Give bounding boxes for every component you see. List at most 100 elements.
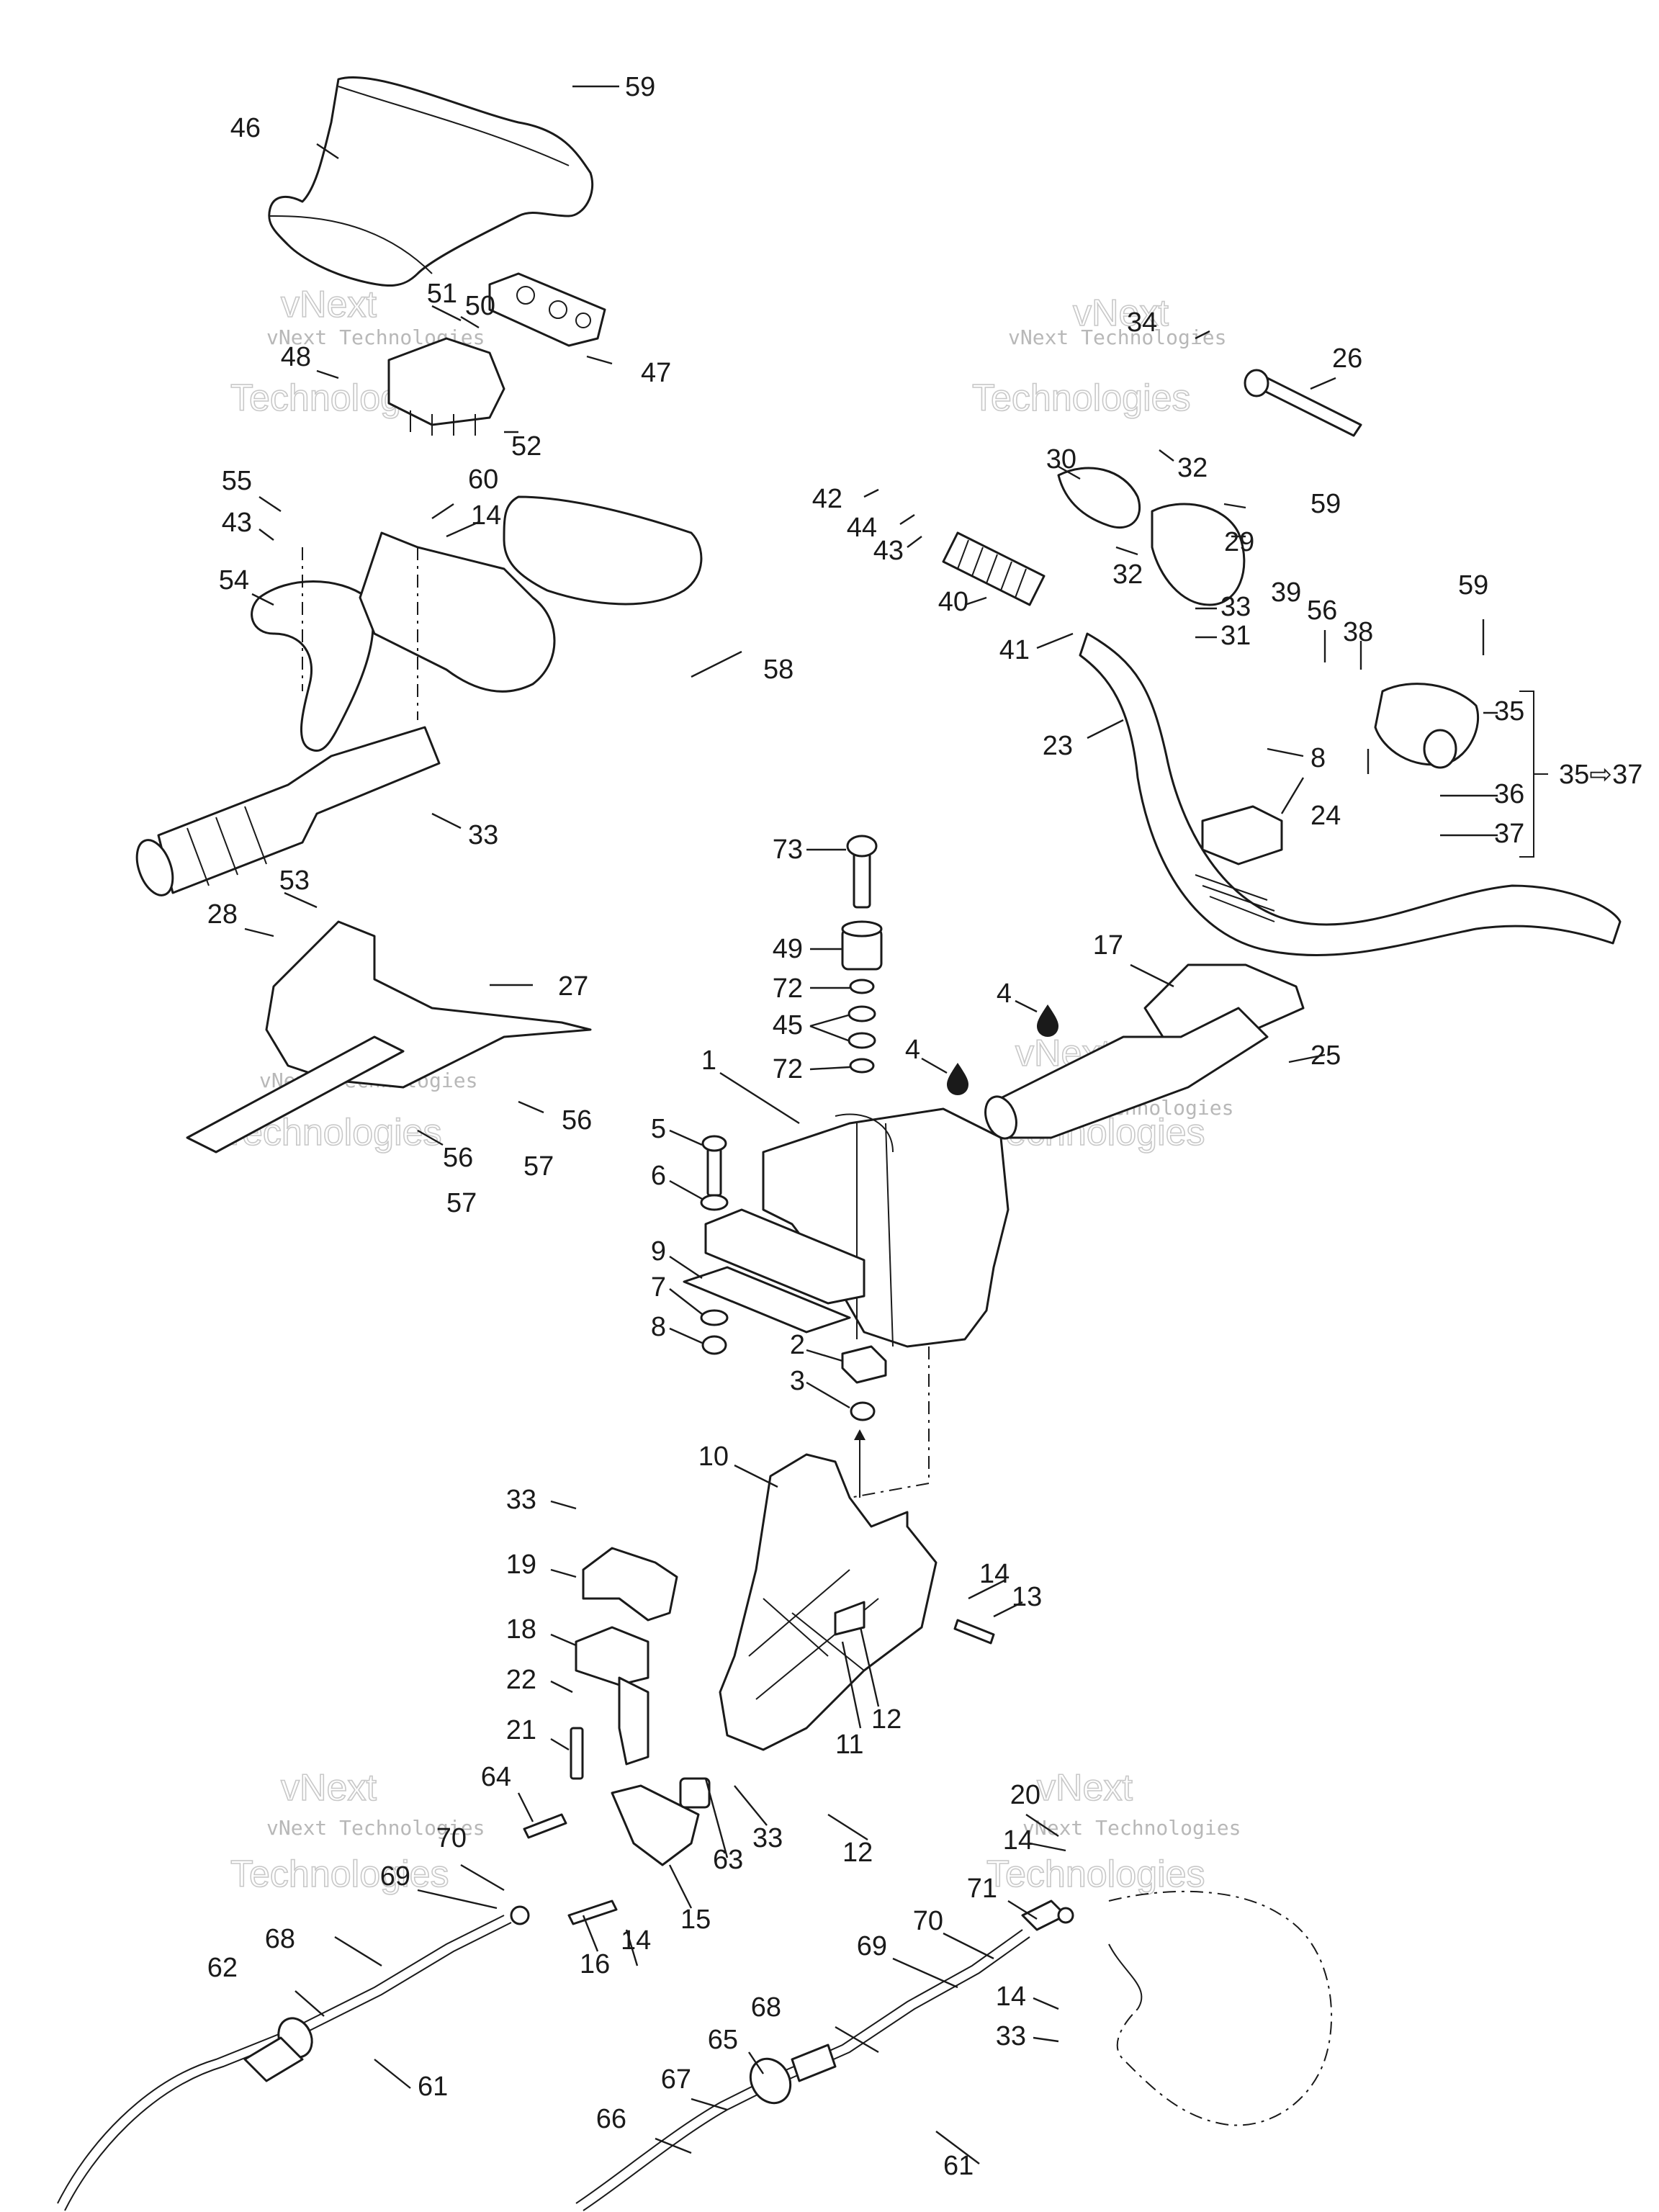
- callout-33-lever: 33: [752, 1823, 783, 1853]
- callout-71: 71: [967, 1874, 997, 1904]
- callout-69-left: 69: [380, 1861, 410, 1892]
- callout-60: 60: [468, 464, 498, 495]
- handlebar-clamp: [1201, 805, 1283, 866]
- callout-labels: 59 46 51 50 48 47 52 55 43 60 14 54 58 3…: [207, 72, 1643, 2181]
- callout-63: 63: [713, 1845, 743, 1875]
- callout-50: 50: [465, 291, 495, 321]
- callout-14-bracket: 14: [979, 1559, 1010, 1589]
- callout-68-right: 68: [751, 1992, 781, 2023]
- throttle-cable-end: [1244, 369, 1362, 437]
- watermarks: vNext vNext Technologies Technologies vN…: [222, 283, 1241, 1896]
- callout-49: 49: [773, 934, 803, 964]
- callout-4-upper: 4: [997, 979, 1012, 1009]
- jet-nozzle-outline: [1108, 1890, 1333, 2126]
- housing-fasteners: [700, 1135, 729, 1355]
- steering-housing: [704, 1107, 1010, 1348]
- callout-4-lower: 4: [905, 1035, 920, 1065]
- steering-cable-left: [57, 1905, 530, 2211]
- callout-70-right: 70: [913, 1906, 943, 1936]
- callout-26: 26: [1332, 343, 1362, 374]
- pivot-stack: [841, 835, 883, 1074]
- left-grip-assembly: [135, 726, 441, 896]
- callout-2: 2: [790, 1330, 805, 1360]
- callout-51: 51: [427, 279, 457, 309]
- callout-61-right: 61: [943, 2151, 974, 2181]
- callout-3: 3: [790, 1366, 805, 1396]
- right-end-cap: [1374, 683, 1480, 769]
- callout-28: 28: [207, 899, 238, 930]
- callout-48: 48: [281, 342, 311, 372]
- callout-56-left: 56: [443, 1143, 473, 1173]
- handlebar-tube: [1079, 632, 1622, 957]
- callout-62: 62: [207, 1953, 238, 1983]
- callout-35-37-range: 35⇨37: [1559, 760, 1642, 790]
- callout-24: 24: [1310, 801, 1341, 831]
- callout-52: 52: [511, 431, 541, 462]
- callout-57-right: 57: [523, 1151, 554, 1182]
- callout-68-left: 68: [265, 1924, 295, 1954]
- callout-12-upper: 12: [871, 1704, 902, 1735]
- callout-25: 25: [1310, 1040, 1341, 1071]
- callout-66: 66: [596, 2104, 626, 2134]
- callout-30: 30: [1046, 444, 1076, 475]
- callout-72-upper: 72: [773, 974, 803, 1004]
- callout-42: 42: [812, 484, 842, 514]
- callout-14-upper: 14: [471, 500, 501, 531]
- callout-12-lower: 12: [842, 1838, 873, 1868]
- right-grip: [942, 531, 1046, 606]
- callout-7: 7: [651, 1272, 666, 1303]
- watermark-top-right-2: vNext Technologies: [1008, 325, 1226, 349]
- callout-46: 46: [230, 113, 261, 143]
- callout-31: 31: [1220, 621, 1251, 651]
- watermark-low-right-1: vNext: [1037, 1767, 1133, 1809]
- callout-5: 5: [651, 1114, 666, 1144]
- callout-8-right: 8: [1310, 743, 1326, 773]
- callout-37: 37: [1494, 819, 1524, 849]
- callout-11: 11: [835, 1730, 863, 1760]
- range-bracket-35-37: [1519, 691, 1548, 858]
- watermark-low-left-1: vNext: [281, 1767, 377, 1809]
- grip-cap-assembly: [251, 495, 703, 752]
- callout-19: 19: [506, 1550, 536, 1580]
- callout-27: 27: [558, 971, 588, 1002]
- steering-column-arm: [984, 963, 1305, 1140]
- callout-59-top: 59: [625, 72, 655, 102]
- callout-73: 73: [773, 835, 803, 865]
- callout-55: 55: [222, 466, 252, 496]
- callout-33-bottom: 33: [996, 2021, 1026, 2051]
- callout-13: 13: [1012, 1582, 1042, 1612]
- leader-lines: [244, 85, 1498, 2164]
- callout-8-left: 8: [651, 1312, 666, 1342]
- callout-47: 47: [641, 358, 671, 388]
- watermark-low-right-3: Technologies: [986, 1853, 1205, 1895]
- callout-72-lower: 72: [773, 1054, 803, 1084]
- callout-32-mid: 32: [1112, 559, 1143, 590]
- watermark-top-right-1: vNext: [1073, 292, 1169, 334]
- callout-23: 23: [1043, 731, 1073, 761]
- callout-17: 17: [1093, 930, 1123, 961]
- callout-20: 20: [1010, 1780, 1040, 1810]
- callout-70-left: 70: [436, 1823, 467, 1853]
- callout-45: 45: [773, 1010, 803, 1040]
- callout-53: 53: [279, 866, 310, 896]
- callout-56-top: 56: [1307, 595, 1337, 626]
- lubricant-symbols: [947, 1004, 1058, 1095]
- callout-64: 64: [481, 1762, 511, 1792]
- callout-14-lower-left: 14: [621, 1925, 651, 1956]
- callout-56-right: 56: [562, 1105, 592, 1136]
- callout-59-right-a: 59: [1310, 489, 1341, 519]
- callout-14-lower-right-b: 14: [996, 1982, 1026, 2012]
- watermark-low-left-2: vNext Technologies: [266, 1816, 485, 1840]
- callout-43-right: 43: [873, 536, 904, 566]
- callout-15: 15: [680, 1905, 711, 1935]
- watermark-low-left-3: Technologies: [230, 1853, 449, 1895]
- callout-9: 9: [651, 1236, 666, 1267]
- callout-32-top: 32: [1177, 453, 1208, 483]
- handlebar-cover: [268, 76, 594, 287]
- callout-10: 10: [698, 1442, 729, 1472]
- callout-38: 38: [1343, 617, 1373, 647]
- callout-14-lower-right-a: 14: [1003, 1825, 1033, 1856]
- mounting-plate: [683, 1266, 851, 1334]
- watermark-top-right-3: Technologies: [972, 377, 1191, 419]
